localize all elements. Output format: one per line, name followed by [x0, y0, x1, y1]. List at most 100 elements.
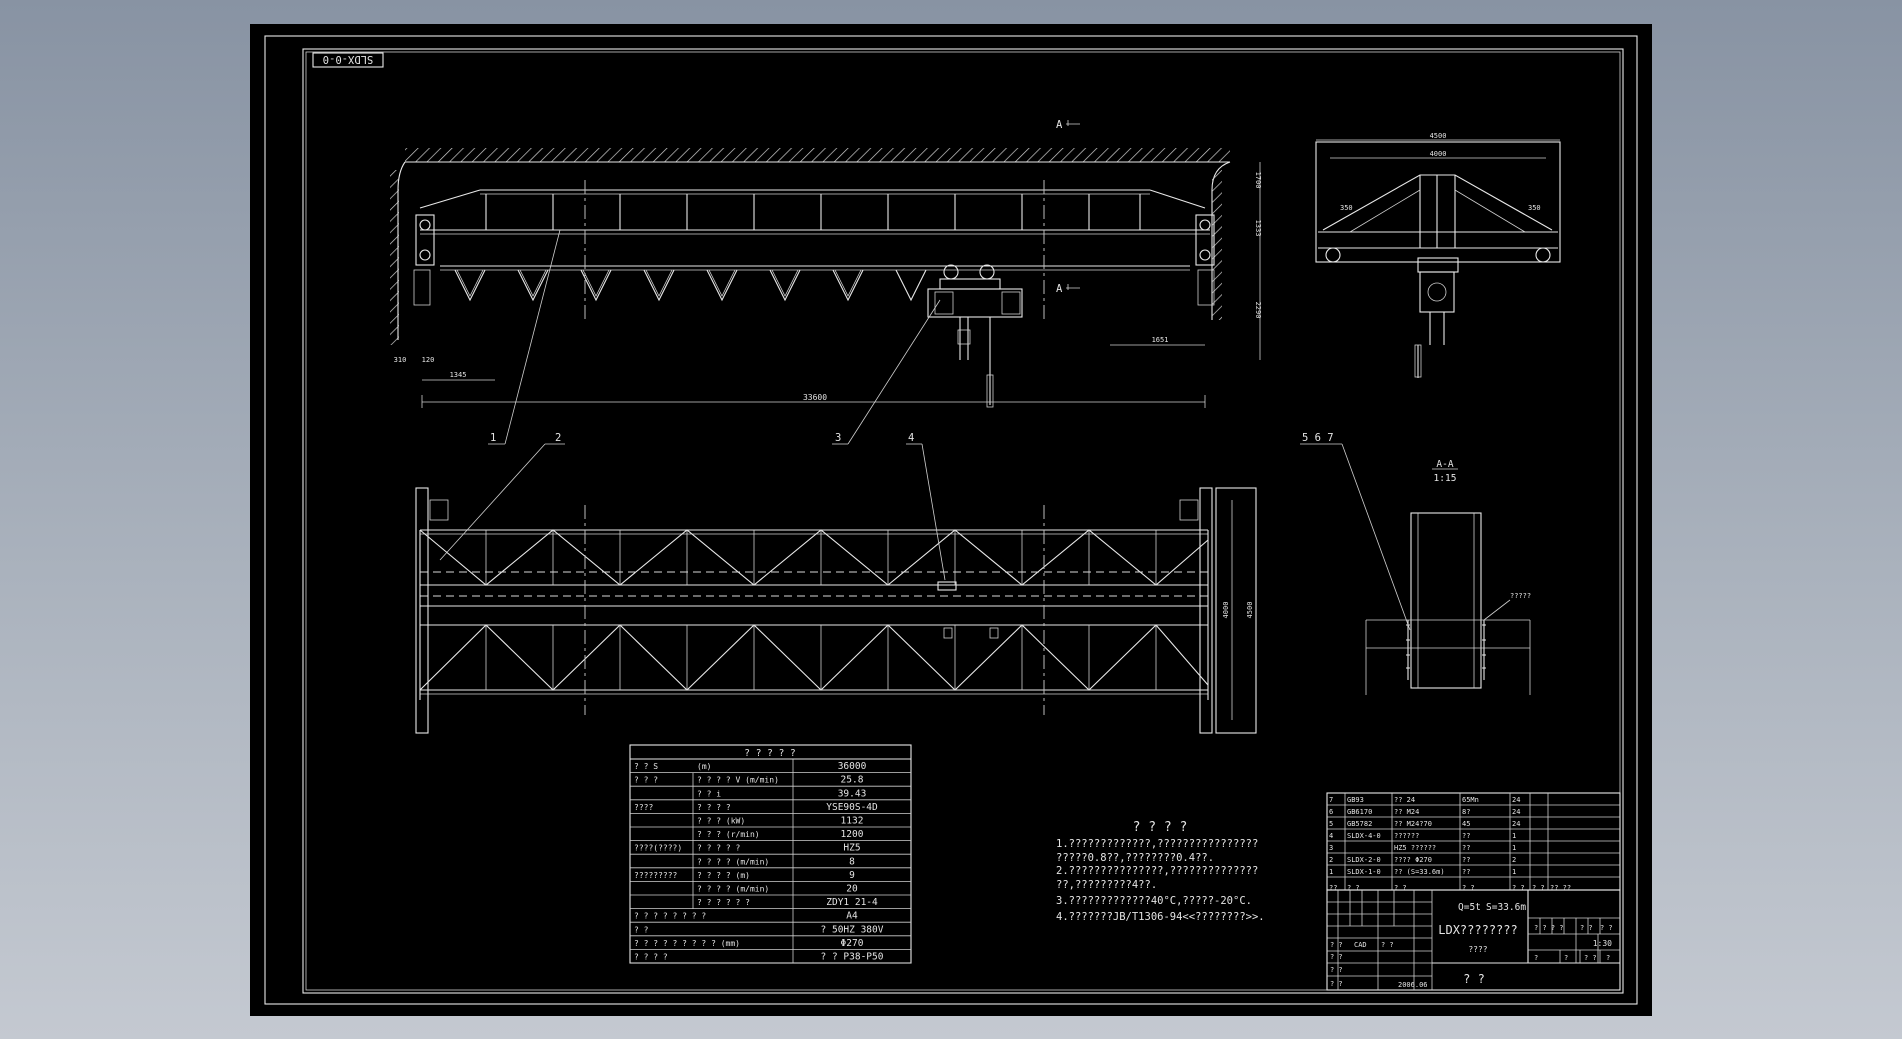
dim-left-a: 310	[394, 356, 407, 364]
title-scale: 1:30	[1593, 939, 1612, 948]
spec-cell-value: Φ270	[841, 938, 864, 949]
parts-cell: SLDX-4-0	[1347, 832, 1381, 840]
spec-cell-value: ? 50HZ 380V	[821, 924, 884, 935]
spec-cell-value: ? ? P38-P50	[821, 952, 884, 963]
dim-plan-inner: 4000	[1222, 602, 1230, 619]
spec-cell-value: A4	[846, 911, 858, 922]
spec-cell-value: HZ5	[843, 843, 860, 854]
parts-cell: 24	[1512, 820, 1520, 828]
spec-cell-value: 1132	[841, 816, 864, 827]
drawing-code: SLDX-0-0	[323, 53, 374, 65]
spec-cell-param: (m)	[697, 762, 711, 771]
section-aa-view: A-A 1:15 ?????	[1365, 459, 1531, 695]
parts-cell: SLDX-2-0	[1347, 856, 1381, 864]
spec-cell-param: ? ? i	[697, 789, 721, 798]
parts-cell: ??????	[1394, 832, 1419, 840]
dim-right-mid: 1333	[1254, 220, 1262, 237]
mark-cell-3: ? ?	[1600, 924, 1613, 932]
spec-cell-param: ? ? ? ? ? ?	[697, 898, 750, 907]
section-scale: 1:15	[1434, 473, 1457, 484]
spec-cell-param: ? ? ? ? (m/min)	[697, 857, 769, 866]
spec-cell-value: 39.43	[838, 788, 867, 799]
title-name: LDX????????	[1438, 923, 1517, 937]
parts-cell: 1	[1512, 844, 1516, 852]
dim-right-offset: 1651	[1152, 336, 1169, 344]
note-line-1: 1.?????????????,????????????????	[1056, 838, 1258, 850]
note-line-5: 3.?????????????40°C,?????-20°C.	[1056, 895, 1252, 907]
parts-cell: 8?	[1462, 808, 1470, 816]
section-marker-bottom: A	[1056, 283, 1063, 295]
title-cad: CAD	[1354, 941, 1367, 949]
sign-label-3: ? ?	[1330, 966, 1343, 974]
parts-cell: 7	[1329, 796, 1333, 804]
parts-cell: ??	[1462, 832, 1470, 840]
parts-cell: 1	[1512, 832, 1516, 840]
spec-cell-value: 1200	[841, 829, 864, 840]
dim-span: 33600	[803, 393, 827, 402]
parts-cell: ?? M24?70	[1394, 820, 1432, 828]
note-line-2: ?????0.8??,????????0.4??.	[1056, 852, 1214, 864]
spec-table: ? ? ? ? ? ? ? S(m)36000? ? ?? ? ? ? V (m…	[629, 744, 912, 964]
outer-frame	[264, 35, 1638, 1005]
dim-side-inner: 4000	[1430, 150, 1447, 158]
parts-header-cell: ? ?	[1512, 884, 1525, 892]
mark-cell-1: ? ? ? ?	[1534, 924, 1564, 932]
section-title: A-A	[1436, 459, 1453, 470]
parts-cell: 2	[1329, 856, 1333, 864]
parts-header-cell: ??	[1329, 884, 1337, 892]
spec-cell-value: 8	[849, 856, 855, 867]
note-line-6: 4.???????JB/T1306-94<<????????>>.	[1056, 911, 1265, 923]
callout-4: 4	[908, 432, 914, 444]
mark-cell-2: ? ?	[1580, 924, 1593, 932]
callout-3: 3	[835, 432, 841, 444]
sheet-cell-1: ?	[1534, 954, 1538, 962]
spec-cell-value: 9	[849, 870, 855, 881]
parts-header-cell: ? ?	[1347, 884, 1360, 892]
parts-cell: 24	[1512, 808, 1520, 816]
spec-cell-label: ? ?	[634, 925, 649, 934]
part-callouts: 1 2 3 4 5 6 7	[439, 229, 1411, 631]
parts-cell: 1	[1512, 868, 1516, 876]
dim-right-top: 1700	[1254, 172, 1262, 189]
spec-table-title: ? ? ? ? ?	[744, 748, 795, 759]
inner-frame	[302, 48, 1624, 994]
callout-2: 2	[555, 432, 561, 444]
parts-cell: GB5782	[1347, 820, 1372, 828]
spec-cell-label: ? ? S	[634, 762, 658, 771]
hoist-trolley	[927, 264, 1023, 408]
title-span: S=33.6m	[1486, 902, 1526, 913]
sheet-cell-3: ? ?	[1584, 954, 1597, 962]
spec-cell-label: ? ? ? ? ? ? ? ? ? (mm)	[634, 939, 740, 948]
spec-cell-label: ????	[634, 803, 653, 812]
callout-5-6-7: 5 6 7	[1302, 432, 1334, 444]
spec-cell-param: ? ? ? (kW)	[697, 817, 745, 826]
sign-label-1: ? ?	[1330, 941, 1343, 949]
parts-cell: 3	[1329, 844, 1333, 852]
spec-cell-value: ZDY1 21-4	[826, 897, 878, 908]
parts-cell: ?? (S=33.6m)	[1394, 868, 1445, 876]
spec-cell-label: ????(????)	[634, 844, 682, 853]
spec-table-rows: ? ? S(m)36000? ? ?? ? ? ? V (m/min)25.8?…	[630, 758, 911, 964]
dim-right-low: 2290	[1254, 302, 1262, 319]
side-view: 4500 4000 350 350	[1315, 132, 1561, 378]
parts-cell: GB6170	[1347, 808, 1372, 816]
dim-side-outer: 4500	[1430, 132, 1447, 140]
parts-cell: 1	[1329, 868, 1333, 876]
sheet-cell-2: ?	[1564, 954, 1568, 962]
note-line-4: ??,?????????4??.	[1056, 879, 1157, 891]
dim-left-b: 120	[422, 356, 435, 364]
parts-cell: ??	[1462, 844, 1470, 852]
spec-cell-label: ?????????	[634, 871, 678, 880]
title-sub: ????	[1468, 945, 1487, 954]
parts-cell: 2	[1512, 856, 1516, 864]
parts-header-cell: ?? ??	[1550, 884, 1571, 892]
notes-title: ? ? ? ?	[1133, 820, 1188, 835]
weld-note: ?????	[1510, 592, 1531, 600]
parts-cell: 45	[1462, 820, 1470, 828]
parts-cell: HZ5 ??????	[1394, 844, 1436, 852]
parts-cell: 4	[1329, 832, 1333, 840]
